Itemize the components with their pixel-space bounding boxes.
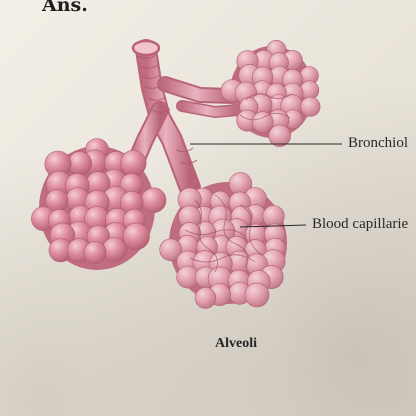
alveolus [159,238,182,262]
alveolus [251,111,274,133]
bronchiole-opening [131,39,161,57]
alveolar-sac-bottom [159,172,287,309]
alveolus [140,187,167,213]
answer-heading: Ans. [42,0,88,16]
alveolus [300,96,321,117]
alveolar-sac-left [31,138,167,270]
bronchiole-label: Bronchiol [348,135,408,151]
alveolus [244,282,270,308]
blood-capillaries [184,93,293,273]
alveolus [194,287,217,309]
capillaries-leader-line [239,224,307,228]
blood-capillaries-label: Blood capillarie [312,216,409,232]
alveolar-sac-top-right [220,40,321,147]
figure-caption: Alveoli [215,336,257,351]
alveolus [120,150,147,177]
alveolus [83,241,107,265]
alveolus [122,222,150,250]
alveolus [268,124,291,147]
tube-rings [137,54,198,165]
alveolus [67,151,92,176]
bronchiole-tubes [123,39,244,199]
